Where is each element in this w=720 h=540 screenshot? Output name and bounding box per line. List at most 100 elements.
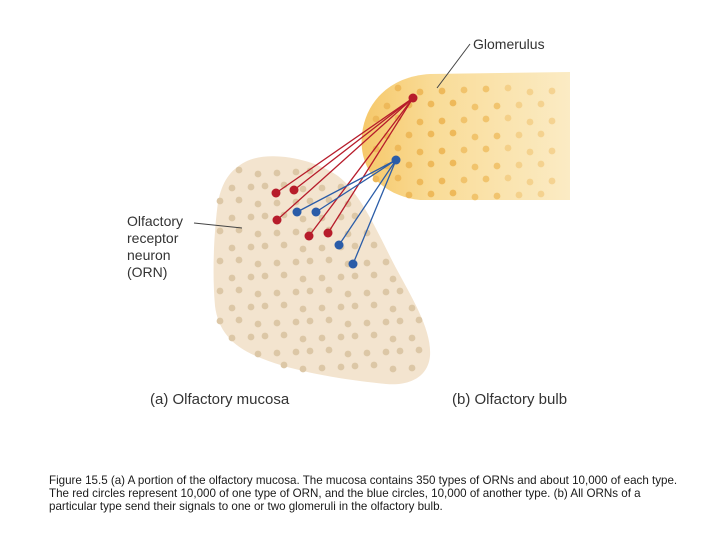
- mucosa-cell-dot: [318, 364, 326, 372]
- mucosa-cell-dot: [216, 227, 224, 235]
- blue-axon: [315, 159, 397, 213]
- mucosa-cell-dot: [261, 182, 269, 190]
- mucosa-cell-dot: [228, 304, 236, 312]
- glomerulus-dot: [460, 176, 468, 184]
- mucosa-cell-dot: [382, 318, 390, 326]
- glomerulus-dot: [471, 103, 479, 111]
- red-neuron: [271, 188, 281, 198]
- glomerulus-dot: [416, 118, 424, 126]
- mucosa-cell-dot: [318, 244, 326, 252]
- glomerulus-dot: [493, 192, 501, 200]
- mucosa-cell-dot: [254, 200, 262, 208]
- olfactory-bulb: [361, 72, 570, 200]
- mucosa-cell-dot: [382, 288, 390, 296]
- glomerulus-dot: [460, 86, 468, 94]
- glomerulus-dot: [471, 163, 479, 171]
- mucosa-cell-dot: [389, 305, 397, 313]
- glomerulus-dot: [537, 130, 545, 138]
- mucosa-cell-dot: [228, 334, 236, 342]
- mucosa-cell-dot: [228, 184, 236, 192]
- mucosa-cell-dot: [325, 346, 333, 354]
- mucosa-cell-dot: [292, 318, 300, 326]
- mucosa-cell-dot: [408, 364, 416, 372]
- mucosa-cell-dot: [325, 256, 333, 264]
- mucosa-cell-dot: [280, 301, 288, 309]
- red-axons: [275, 97, 414, 237]
- mucosa-cell-dot: [344, 230, 352, 238]
- mucosa-label: (a) Olfactory mucosa: [150, 391, 290, 408]
- mucosa-cell-dot: [337, 363, 345, 371]
- mucosa-cell-dot: [280, 211, 288, 219]
- mucosa-cell-dot: [280, 271, 288, 279]
- glomerulus-dot: [416, 148, 424, 156]
- glomerulus-dot: [372, 115, 380, 123]
- mucosa-cell-dot: [370, 301, 378, 309]
- mucosa-cell-dot: [247, 333, 255, 341]
- mucosa-cell-dot: [216, 287, 224, 295]
- glomerulus-dot: [526, 178, 534, 186]
- mucosa-cell-dot: [415, 316, 423, 324]
- glomerulus-dot: [383, 102, 391, 110]
- figure-caption: Figure 15.5 (a) A portion of the olfacto…: [49, 474, 678, 513]
- mucosa-cell-dot: [408, 304, 416, 312]
- mucosa-cell-dot: [216, 197, 224, 205]
- glomerulus-dot: [416, 88, 424, 96]
- glomerulus-dot: [449, 189, 457, 197]
- glomerulus-label: Glomerulus: [473, 36, 545, 52]
- blue-neuron: [334, 240, 344, 250]
- mucosa-cell-dot: [344, 290, 352, 298]
- mucosa-cell-dot: [337, 303, 345, 311]
- red-neuron: [323, 228, 333, 238]
- red-axon: [327, 97, 414, 234]
- glomerulus-dot: [460, 116, 468, 124]
- orn-label-line: receptor: [127, 230, 179, 246]
- mucosa-cell-dot: [273, 349, 281, 357]
- red-neurons: [271, 93, 418, 241]
- glomerulus-dot: [438, 87, 446, 95]
- mucosa-cell-dot: [363, 259, 371, 267]
- glomerulus-dot: [504, 114, 512, 122]
- mucosa-cell-dot: [299, 335, 307, 343]
- glomerulus-dot: [416, 178, 424, 186]
- mucosa-cell-dot: [228, 214, 236, 222]
- glomerulus-dot: [504, 144, 512, 152]
- mucosa-cell-dot: [292, 288, 300, 296]
- mucosa-cell-dot: [299, 245, 307, 253]
- mucosa-cell-dot: [280, 331, 288, 339]
- mucosa-cell-dot: [299, 365, 307, 373]
- glomerulus-dot: [438, 147, 446, 155]
- glomerulus-dot: [405, 191, 413, 199]
- mucosa-cell-dot: [318, 334, 326, 342]
- mucosa-cell-dot: [370, 271, 378, 279]
- glomerulus-dot: [537, 160, 545, 168]
- mucosa-cell-dot: [261, 212, 269, 220]
- glomerulus-dot: [372, 145, 380, 153]
- blue-axon: [338, 159, 397, 246]
- blue-neurons: [292, 155, 401, 269]
- mucosa-cell-dot: [306, 167, 314, 175]
- glomerulus-dot: [471, 193, 479, 201]
- mucosa-cell-dot: [351, 242, 359, 250]
- mucosa-cell-dot: [247, 303, 255, 311]
- mucosa-cell-dot: [261, 332, 269, 340]
- glomerulus-dot: [515, 101, 523, 109]
- red-axon: [293, 97, 414, 191]
- glomerulus-dot: [526, 88, 534, 96]
- blue-neuron: [292, 207, 302, 217]
- glomerulus-dot: [537, 190, 545, 198]
- mucosa-cell-dot: [363, 289, 371, 297]
- mucosa-cell-dot: [273, 169, 281, 177]
- red-glomerulus-target: [408, 93, 418, 103]
- glomerulus-dot: [405, 131, 413, 139]
- mucosa-cell-dot: [396, 287, 404, 295]
- mucosa-cell-dot: [415, 346, 423, 354]
- orn-label: Olfactory receptor neuron (ORN): [127, 213, 183, 281]
- mucosa-cell-dot: [216, 317, 224, 325]
- mucosa-cell-dot: [318, 304, 326, 312]
- blue-axon: [296, 159, 397, 213]
- red-neuron: [289, 185, 299, 195]
- glomerulus-dot: [493, 102, 501, 110]
- mucosa-cell-dot: [280, 361, 288, 369]
- glomerulus-dot: [427, 130, 435, 138]
- glomerulus-dot: [515, 131, 523, 139]
